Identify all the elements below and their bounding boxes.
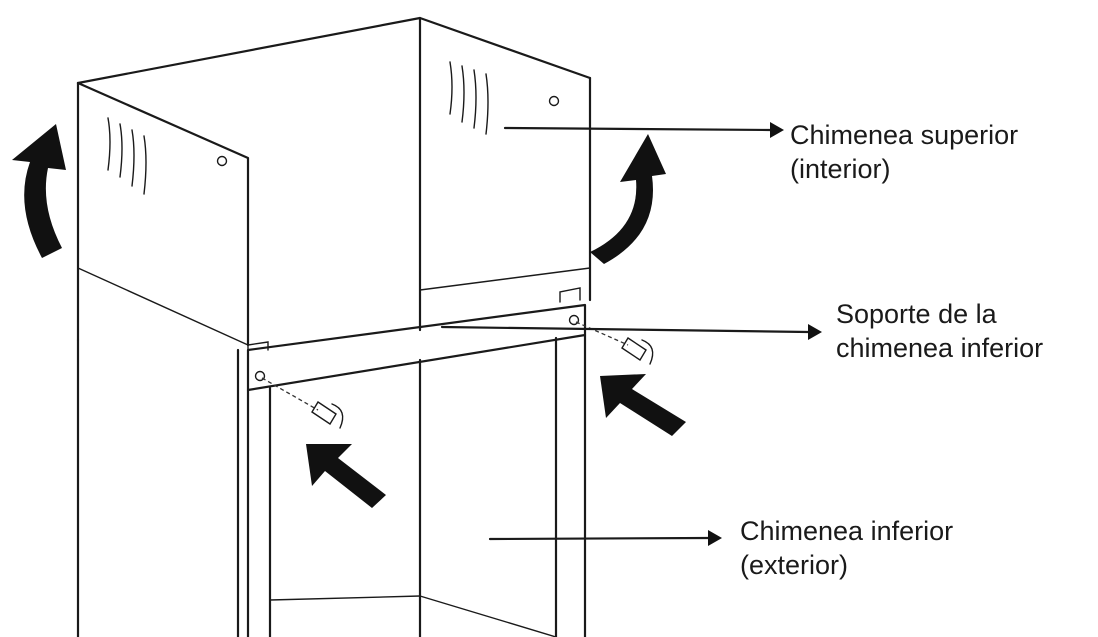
label-line: chimenea inferior [836,333,1044,363]
leader-bracket [440,324,822,340]
lower-chimney [76,333,587,637]
leader-lower [488,530,722,546]
label-bracket: Soporte de la chimenea inferior [836,297,1043,365]
label-line: (exterior) [740,550,849,580]
push-arrow-right-icon [600,374,686,436]
lift-arrow-right-icon [590,134,666,264]
label-line: Chimenea inferior [740,516,954,546]
push-arrow-left-icon [306,444,386,508]
lower-chimney-bracket [246,287,587,392]
screw-right [575,321,654,365]
leader-upper [503,122,784,138]
screw-left [261,377,344,429]
label-lower-chimney: Chimenea inferior (exterior) [740,514,953,582]
upper-chimney [76,16,592,347]
label-line: (interior) [790,154,891,184]
label-line: Soporte de la [836,299,997,329]
label-line: Chimenea superior [790,120,1019,150]
label-upper-chimney: Chimenea superior (interior) [790,118,1018,186]
lift-arrow-left-icon [12,124,66,258]
